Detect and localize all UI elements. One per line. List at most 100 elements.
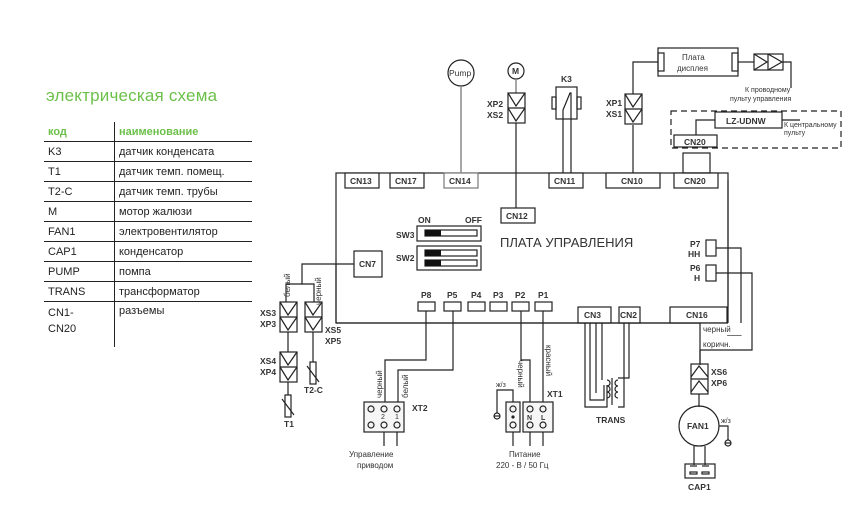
legend-name: датчик конденсата xyxy=(114,141,252,162)
svg-text:Питание: Питание xyxy=(509,450,541,459)
k3-sensor: K3 xyxy=(551,74,582,173)
svg-text:220 - В / 50 Гц: 220 - В / 50 Гц xyxy=(496,461,549,470)
svg-text:P6: P6 xyxy=(690,263,701,273)
svg-text:P5: P5 xyxy=(447,290,458,300)
legend-name: датчик темп. помещ. xyxy=(114,161,252,182)
wire-white-xt2: белый xyxy=(401,374,410,398)
svg-text:L: L xyxy=(541,415,546,422)
svg-text:ж/з: ж/з xyxy=(721,418,731,425)
motor-m: M XP2 XS2 xyxy=(487,62,526,208)
svg-text:P8: P8 xyxy=(421,290,432,300)
switch-on-label: ON xyxy=(418,215,431,225)
svg-text:XS4: XS4 xyxy=(260,356,276,366)
legend-header-name: наименование xyxy=(114,122,252,142)
svg-text:CN13: CN13 xyxy=(350,176,372,186)
svg-text:XT2: XT2 xyxy=(412,403,428,413)
terminal-xt1: N L XT1 ж/з Питание 220 - В / 50 Гц xyxy=(493,382,563,470)
svg-text:CN17: CN17 xyxy=(395,176,417,186)
svg-text:XP5: XP5 xyxy=(325,336,341,346)
sw3-label: SW3 xyxy=(396,230,415,240)
svg-text:CN7: CN7 xyxy=(359,259,376,269)
connector-cn3: CN3 xyxy=(577,306,612,324)
svg-text:XP3: XP3 xyxy=(260,319,276,329)
svg-text:P3: P3 xyxy=(493,290,504,300)
connector-xs6-xp6: XS6 XP6 xyxy=(690,350,727,407)
svg-text:FAN1: FAN1 xyxy=(687,421,709,431)
svg-text:Плата: Плата xyxy=(682,53,705,62)
connector-cn2: CN2 xyxy=(618,306,641,324)
legend-code: M xyxy=(44,201,115,222)
wire-black-xt1: черный xyxy=(516,360,525,388)
dip-switch-sw3[interactable] xyxy=(416,225,482,242)
svg-text:XP6: XP6 xyxy=(711,378,727,388)
legend-code: T2-C xyxy=(44,181,115,202)
svg-text:LZ-UDNW: LZ-UDNW xyxy=(726,116,767,126)
svg-text:приводом: приводом xyxy=(357,461,393,470)
svg-text:P2: P2 xyxy=(515,290,526,300)
svg-text:HH: HH xyxy=(688,249,700,259)
capacitor-cap1: CAP1 xyxy=(684,463,716,492)
pin-p4: P4 xyxy=(467,290,486,312)
svg-text:XP2: XP2 xyxy=(487,99,503,109)
sensor-t1: T1 xyxy=(281,394,295,429)
svg-text:P7: P7 xyxy=(690,239,701,249)
connector-cn16: CN16 xyxy=(669,306,728,324)
svg-text:T1: T1 xyxy=(284,419,294,429)
svg-text:T2-C: T2-C xyxy=(304,385,323,395)
svg-text:Управление: Управление xyxy=(349,450,394,459)
transformer: TRANS xyxy=(584,323,630,425)
svg-text:CN3: CN3 xyxy=(584,310,601,320)
connector-cn10: CN10 xyxy=(605,172,661,189)
svg-text:Pump: Pump xyxy=(449,68,471,78)
legend-name: трансформатор xyxy=(114,281,252,302)
wire-white-label: белый xyxy=(283,273,292,297)
svg-text:CAP1: CAP1 xyxy=(688,482,711,492)
wire-black-label-2: черный xyxy=(314,277,323,305)
svg-text:XP1: XP1 xyxy=(606,98,622,108)
wire-red-xt1: красный xyxy=(544,345,553,376)
central-remote-module: LZ-UDNW CN20 К центральному пульту xyxy=(670,110,842,174)
svg-text:пульту: пульту xyxy=(784,130,806,137)
connector-xs3-xp3: XS3 XP3 xyxy=(260,301,298,352)
connector-cn13: CN13 xyxy=(344,172,380,189)
pump: Pump xyxy=(447,59,475,173)
svg-text:К проводному: К проводному xyxy=(745,87,791,94)
svg-text:N: N xyxy=(527,415,532,422)
svg-text:CN20: CN20 xyxy=(684,137,706,147)
pin-p6: P6H xyxy=(690,263,717,283)
connector-xs5-xp5: XS5 XP5 xyxy=(304,301,341,362)
legend-header-code: код xyxy=(44,122,115,142)
svg-text:P4: P4 xyxy=(471,290,482,300)
pin-p5: P5 xyxy=(443,290,462,312)
connector-cn11: CN11 xyxy=(548,172,584,189)
legend-name: разъемы xyxy=(119,305,165,317)
terminal-xt2: 2 1 XT2 Управление приводом xyxy=(349,401,428,470)
dip-switch-sw2[interactable] xyxy=(416,245,482,271)
pin-p3: P3 xyxy=(489,290,508,312)
svg-text:пульту управления: пульту управления xyxy=(730,96,791,103)
wire-black-label: черный xyxy=(703,325,731,334)
svg-text:XS3: XS3 xyxy=(260,308,276,318)
svg-text:H: H xyxy=(694,273,700,283)
svg-text:XT1: XT1 xyxy=(547,389,563,399)
connector-cn7: CN7 xyxy=(353,250,383,278)
wire-black-xt2: черный xyxy=(375,370,384,398)
connector-cn20: CN20 xyxy=(673,172,719,189)
svg-text:CN10: CN10 xyxy=(621,176,643,186)
pin-p8: P8 xyxy=(417,290,436,312)
svg-text:CN20: CN20 xyxy=(684,176,706,186)
connector-cn14: CN14 xyxy=(443,172,479,189)
svg-text:CN11: CN11 xyxy=(554,176,576,186)
svg-text:CN12: CN12 xyxy=(506,211,528,221)
legend-code-text: CN1-CN20 xyxy=(48,307,77,335)
svg-text:XS2: XS2 xyxy=(487,110,503,120)
connector-cn12: CN12 xyxy=(500,207,536,224)
